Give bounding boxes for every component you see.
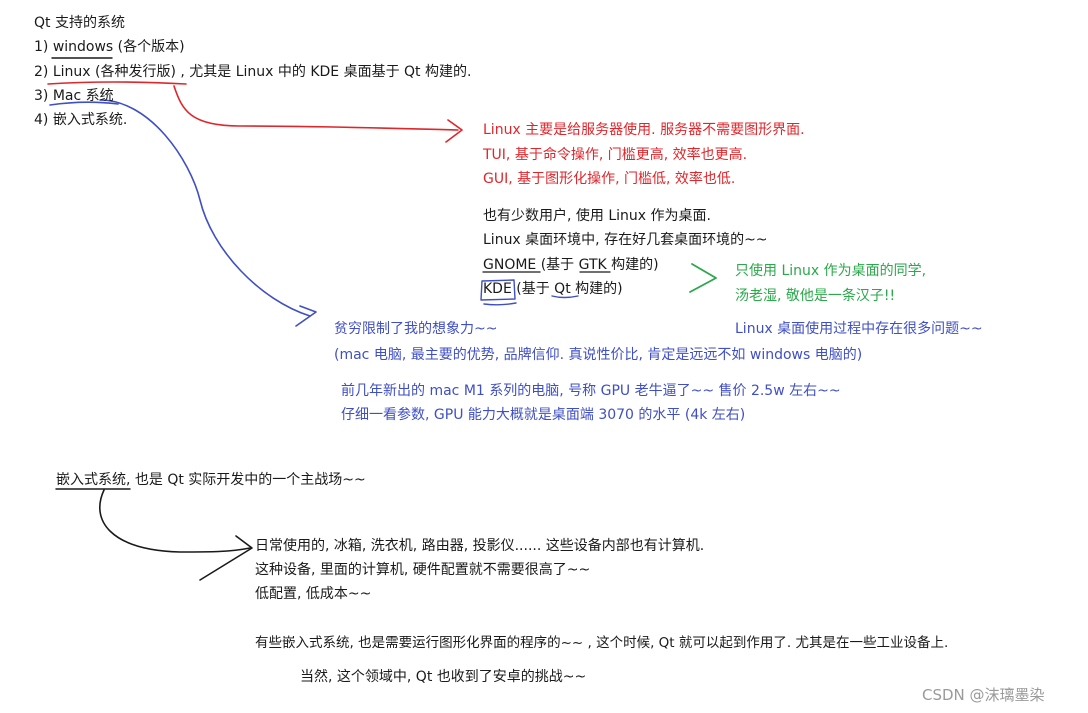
blue-box-kde (480, 279, 516, 301)
black-arrow-embedded (99, 489, 251, 553)
blue-arrow-head (295, 305, 317, 327)
intro-heading: Qt 支持的系统 (34, 15, 125, 31)
blue-underline-kde2 (483, 302, 517, 306)
blue-underline-qt (551, 295, 579, 299)
red-underline-linux (47, 81, 187, 85)
intro-item-windows: 1) windows (各个版本) (34, 39, 185, 55)
embedded-note-android: 当然, 这个领域中, Qt 也收到了安卓的挑战~~ (300, 669, 587, 685)
linux-note-gui: GUI, 基于图形化操作, 门槛低, 效率也低. (483, 171, 736, 187)
mac-note-m1: 前几年新出的 mac M1 系列的电脑, 号称 GPU 老牛逼了~~ 售价 2.… (341, 383, 841, 399)
blue-underline-mac (49, 101, 119, 106)
embedded-note-devices: 日常使用的, 冰箱, 洗衣机, 路由器, 投影仪...... 这些设备内部也有计… (255, 538, 705, 554)
green-note-praise: 汤老湿, 敬他是一条汉子!! (735, 288, 896, 304)
linux-desktop-envs: Linux 桌面环境中, 存在好几套桌面环境的~~ (483, 232, 768, 248)
mac-note-brand: (mac 电脑, 最主要的优势, 品牌信仰. 真说性价比, 肯定是远远不如 wi… (334, 347, 863, 363)
green-note-linux-users: 只使用 Linux 作为桌面的同学, (735, 263, 927, 279)
linux-issues-note: Linux 桌面使用过程中存在很多问题~~ (735, 321, 983, 337)
embedded-note-gui: 有些嵌入式系统, 也是需要运行图形化界面的程序的~~ , 这个时候, Qt 就可… (255, 635, 949, 651)
intro-item-mac: 3) Mac 系统 (34, 88, 114, 104)
embedded-note-lowcost: 低配置, 低成本~~ (255, 586, 372, 602)
mac-note-gpu: 仔细一看参数, GPU 能力大概就是桌面端 3070 的水平 (4k 左右) (341, 407, 746, 423)
csdn-watermark: CSDN @沫璃墨染 (922, 686, 1045, 704)
linux-note-tui: TUI, 基于命令操作, 门槛更高, 效率也更高. (483, 147, 748, 163)
embedded-heading: 嵌入式系统, 也是 Qt 实际开发中的一个主战场~~ (56, 472, 366, 488)
green-bracket (689, 263, 717, 293)
linux-desktop-kde: KDE (基于 Qt 构建的) (483, 281, 623, 297)
intro-item-linux: 2) Linux (各种发行版) , 尤其是 Linux 中的 KDE 桌面基于… (34, 64, 472, 80)
black-arrow-head (199, 535, 253, 581)
embedded-note-hardware: 这种设备, 里面的计算机, 硬件配置就不需要很高了~~ (255, 562, 591, 578)
linux-desktop-gnome: GNOME (基于 GTK 构建的) (483, 257, 659, 273)
linux-note-server: Linux 主要是给服务器使用. 服务器不需要图形界面. (483, 122, 805, 138)
intro-item-embedded: 4) 嵌入式系统. (34, 112, 128, 128)
linux-desktop-users: 也有少数用户, 使用 Linux 作为桌面. (483, 208, 711, 224)
mac-note-poverty: 贫穷限制了我的想象力~~ (334, 321, 498, 337)
red-arrow-head (445, 119, 463, 143)
red-arrow-linux (173, 85, 459, 131)
blue-arrow-mac (99, 99, 311, 317)
